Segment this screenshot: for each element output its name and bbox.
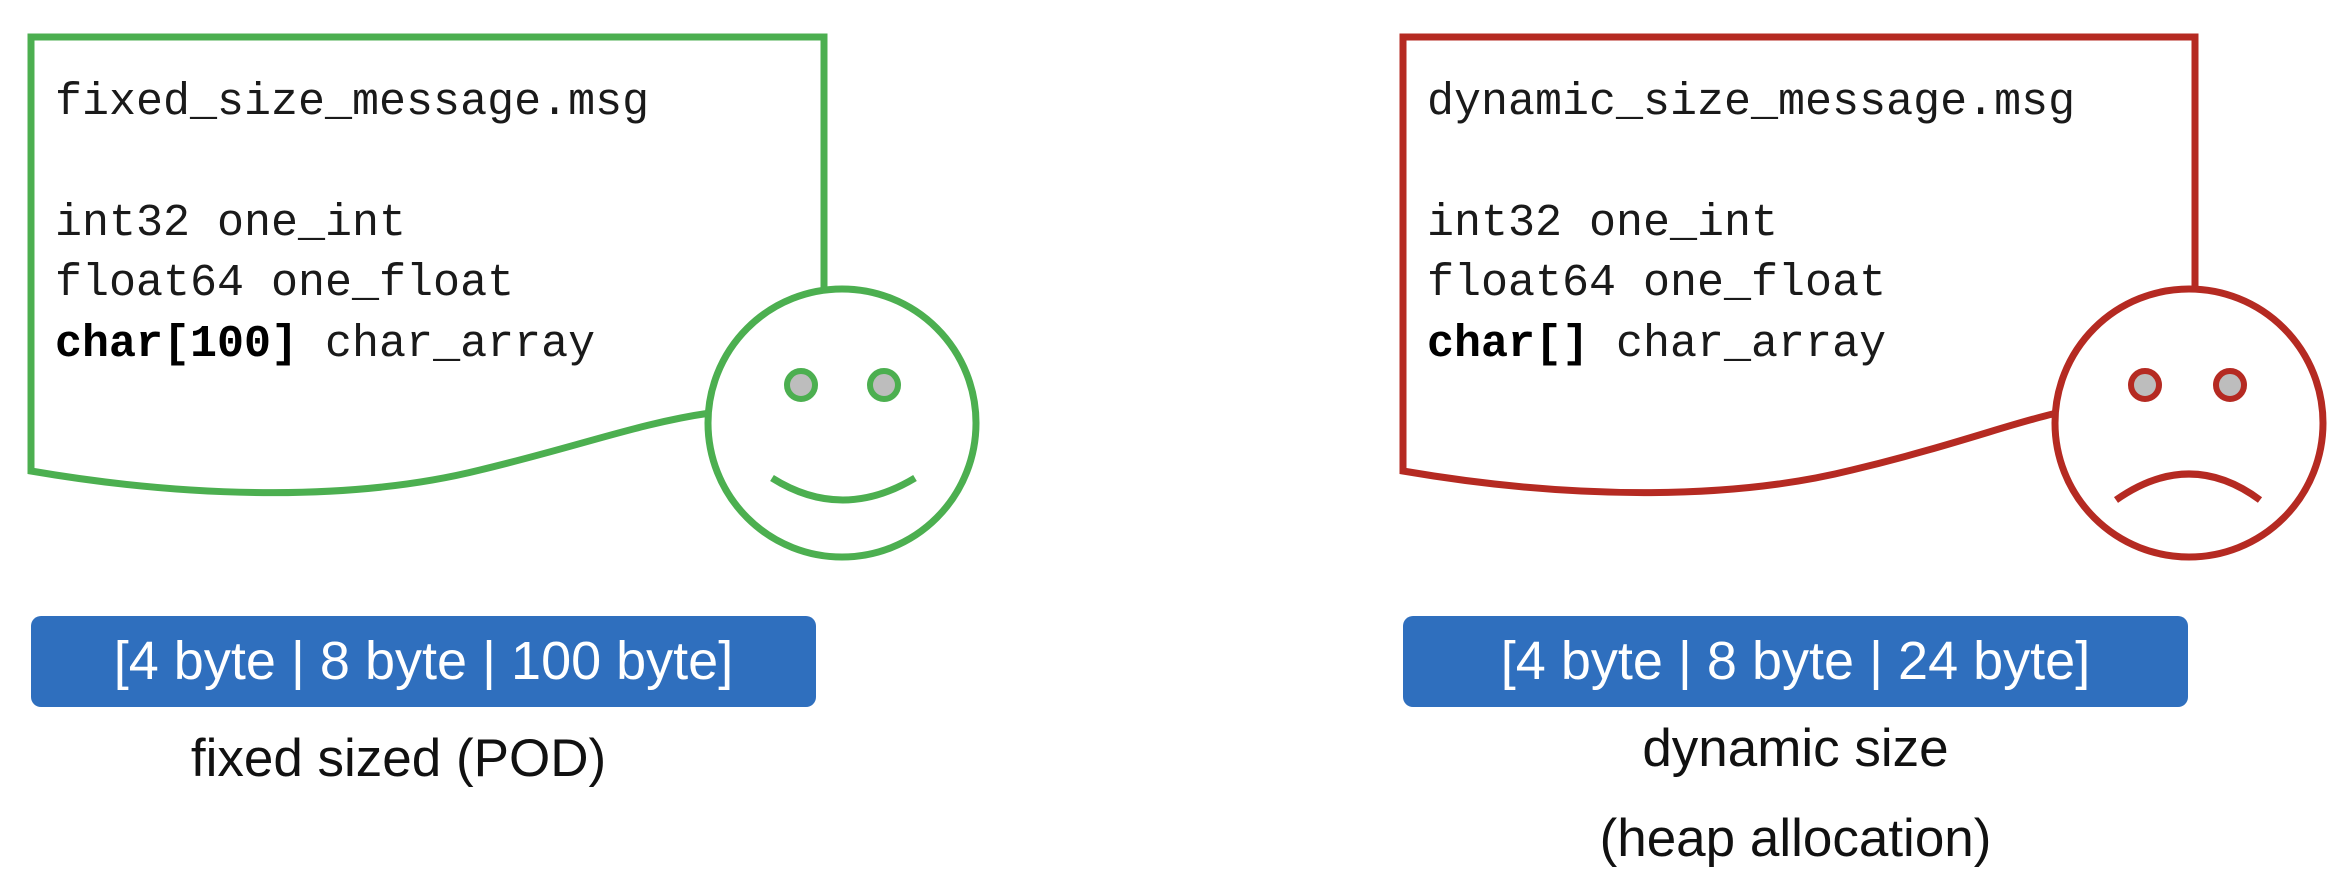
frowning-face-icon [2051,285,2327,561]
smiley-face-icon [704,285,980,561]
right-field-float: float64 one_float [1427,258,1887,309]
left-field-int: int32 one_int [55,198,407,249]
dynamic-message-document-shape [1399,33,2199,497]
right-caption-line2: (heap allocation) [1599,809,1992,868]
left-field-float: float64 one_float [55,258,515,309]
left-filename: fixed_size_message.msg [55,77,650,128]
left-char-type: char[100] [55,319,299,370]
right-char-name: char_array [1589,319,1887,370]
left-byte-layout-bar: [4 byte | 8 byte | 100 byte] [31,616,816,707]
right-char-type: char[] [1427,319,1590,370]
left-field-char-array: char[100] char_array [55,315,595,375]
right-field-int: int32 one_int [1427,198,1779,249]
right-byte-layout-bar: [4 byte | 8 byte | 24 byte] [1403,616,2188,707]
right-filename: dynamic_size_message.msg [1427,77,2076,128]
left-char-name: char_array [298,319,596,370]
left-caption: fixed sized (POD) [190,729,607,788]
fixed-message-document-shape [27,33,828,497]
right-field-char-array: char[] char_array [1427,315,1886,375]
right-caption-line1: dynamic size [1642,719,1949,778]
